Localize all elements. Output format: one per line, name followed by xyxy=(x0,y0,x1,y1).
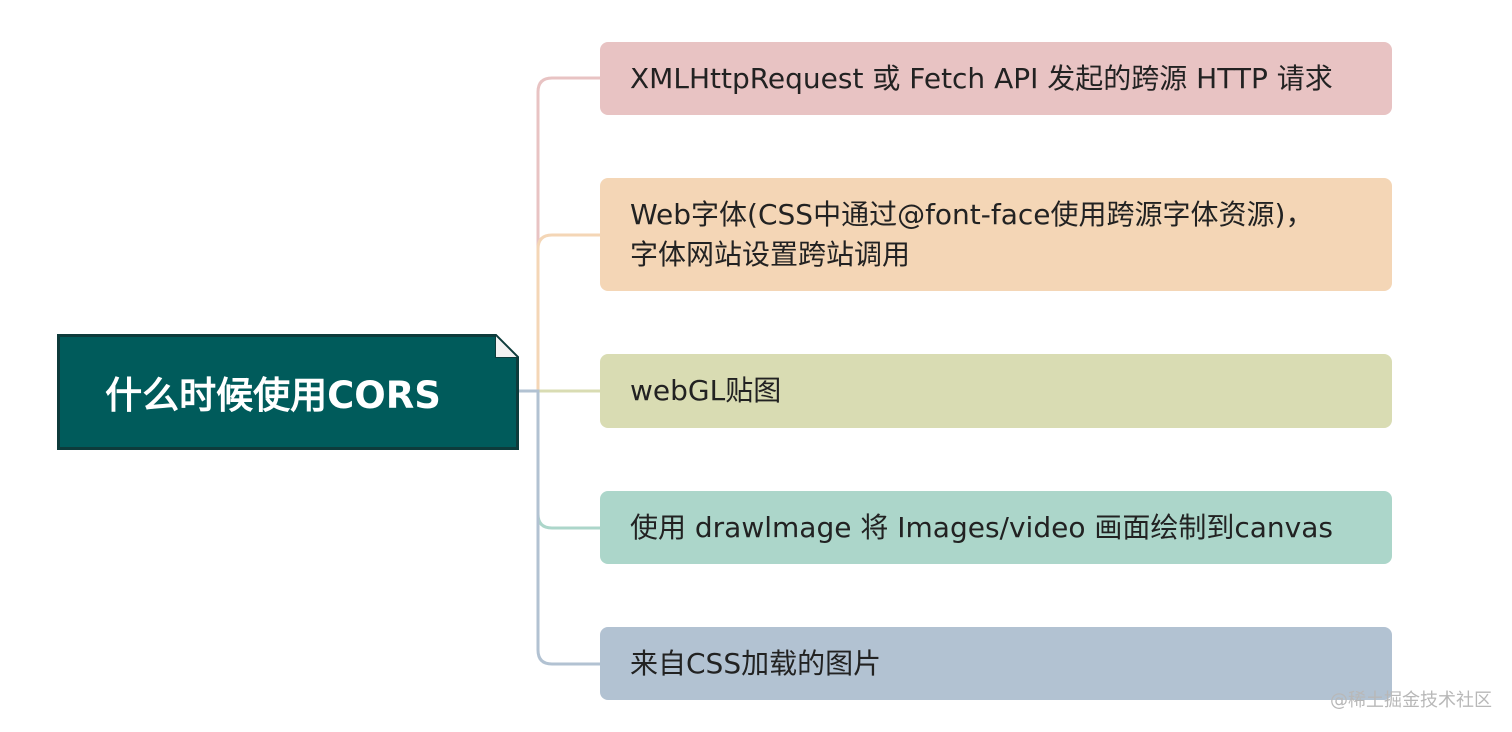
connector-branch-1 xyxy=(519,76,600,393)
branch-topic-web-fonts[interactable]: Web字体(CSS中通过@font-face使用跨源字体资源)， 字体网站设置跨… xyxy=(600,178,1392,291)
connector-branch-5 xyxy=(519,389,600,666)
connector-branch-2 xyxy=(519,233,600,393)
branch-topic-label: Web字体(CSS中通过@font-face使用跨源字体资源)， 字体网站设置跨… xyxy=(630,197,1314,271)
branch-topic-label: XMLHttpRequest 或 Fetch API 发起的跨源 HTTP 请求 xyxy=(630,61,1333,95)
branch-topic-label: 来自CSS加载的图片 xyxy=(630,646,882,680)
branch-topic-label: webGL贴图 xyxy=(630,374,782,407)
note-fold-icon xyxy=(495,334,519,358)
root-topic[interactable]: 什么时候使用CORS xyxy=(57,334,519,450)
branch-topic-xhr-fetch[interactable]: XMLHttpRequest 或 Fetch API 发起的跨源 HTTP 请求 xyxy=(600,42,1392,115)
watermark: @稀土掘金技术社区 xyxy=(1330,690,1492,711)
branch-topic-canvas-drawimage[interactable]: 使用 drawlmage 将 Images/video 画面绘制到canvas xyxy=(600,491,1392,564)
branch-topic-label: 使用 drawlmage 将 Images/video 画面绘制到canvas xyxy=(630,510,1333,544)
branch-topic-css-images[interactable]: 来自CSS加载的图片 xyxy=(600,627,1392,700)
connector-branch-4 xyxy=(519,389,600,530)
root-topic-title: 什么时候使用CORS xyxy=(105,374,441,417)
branch-topic-webgl-textures[interactable]: webGL贴图 xyxy=(600,354,1392,428)
